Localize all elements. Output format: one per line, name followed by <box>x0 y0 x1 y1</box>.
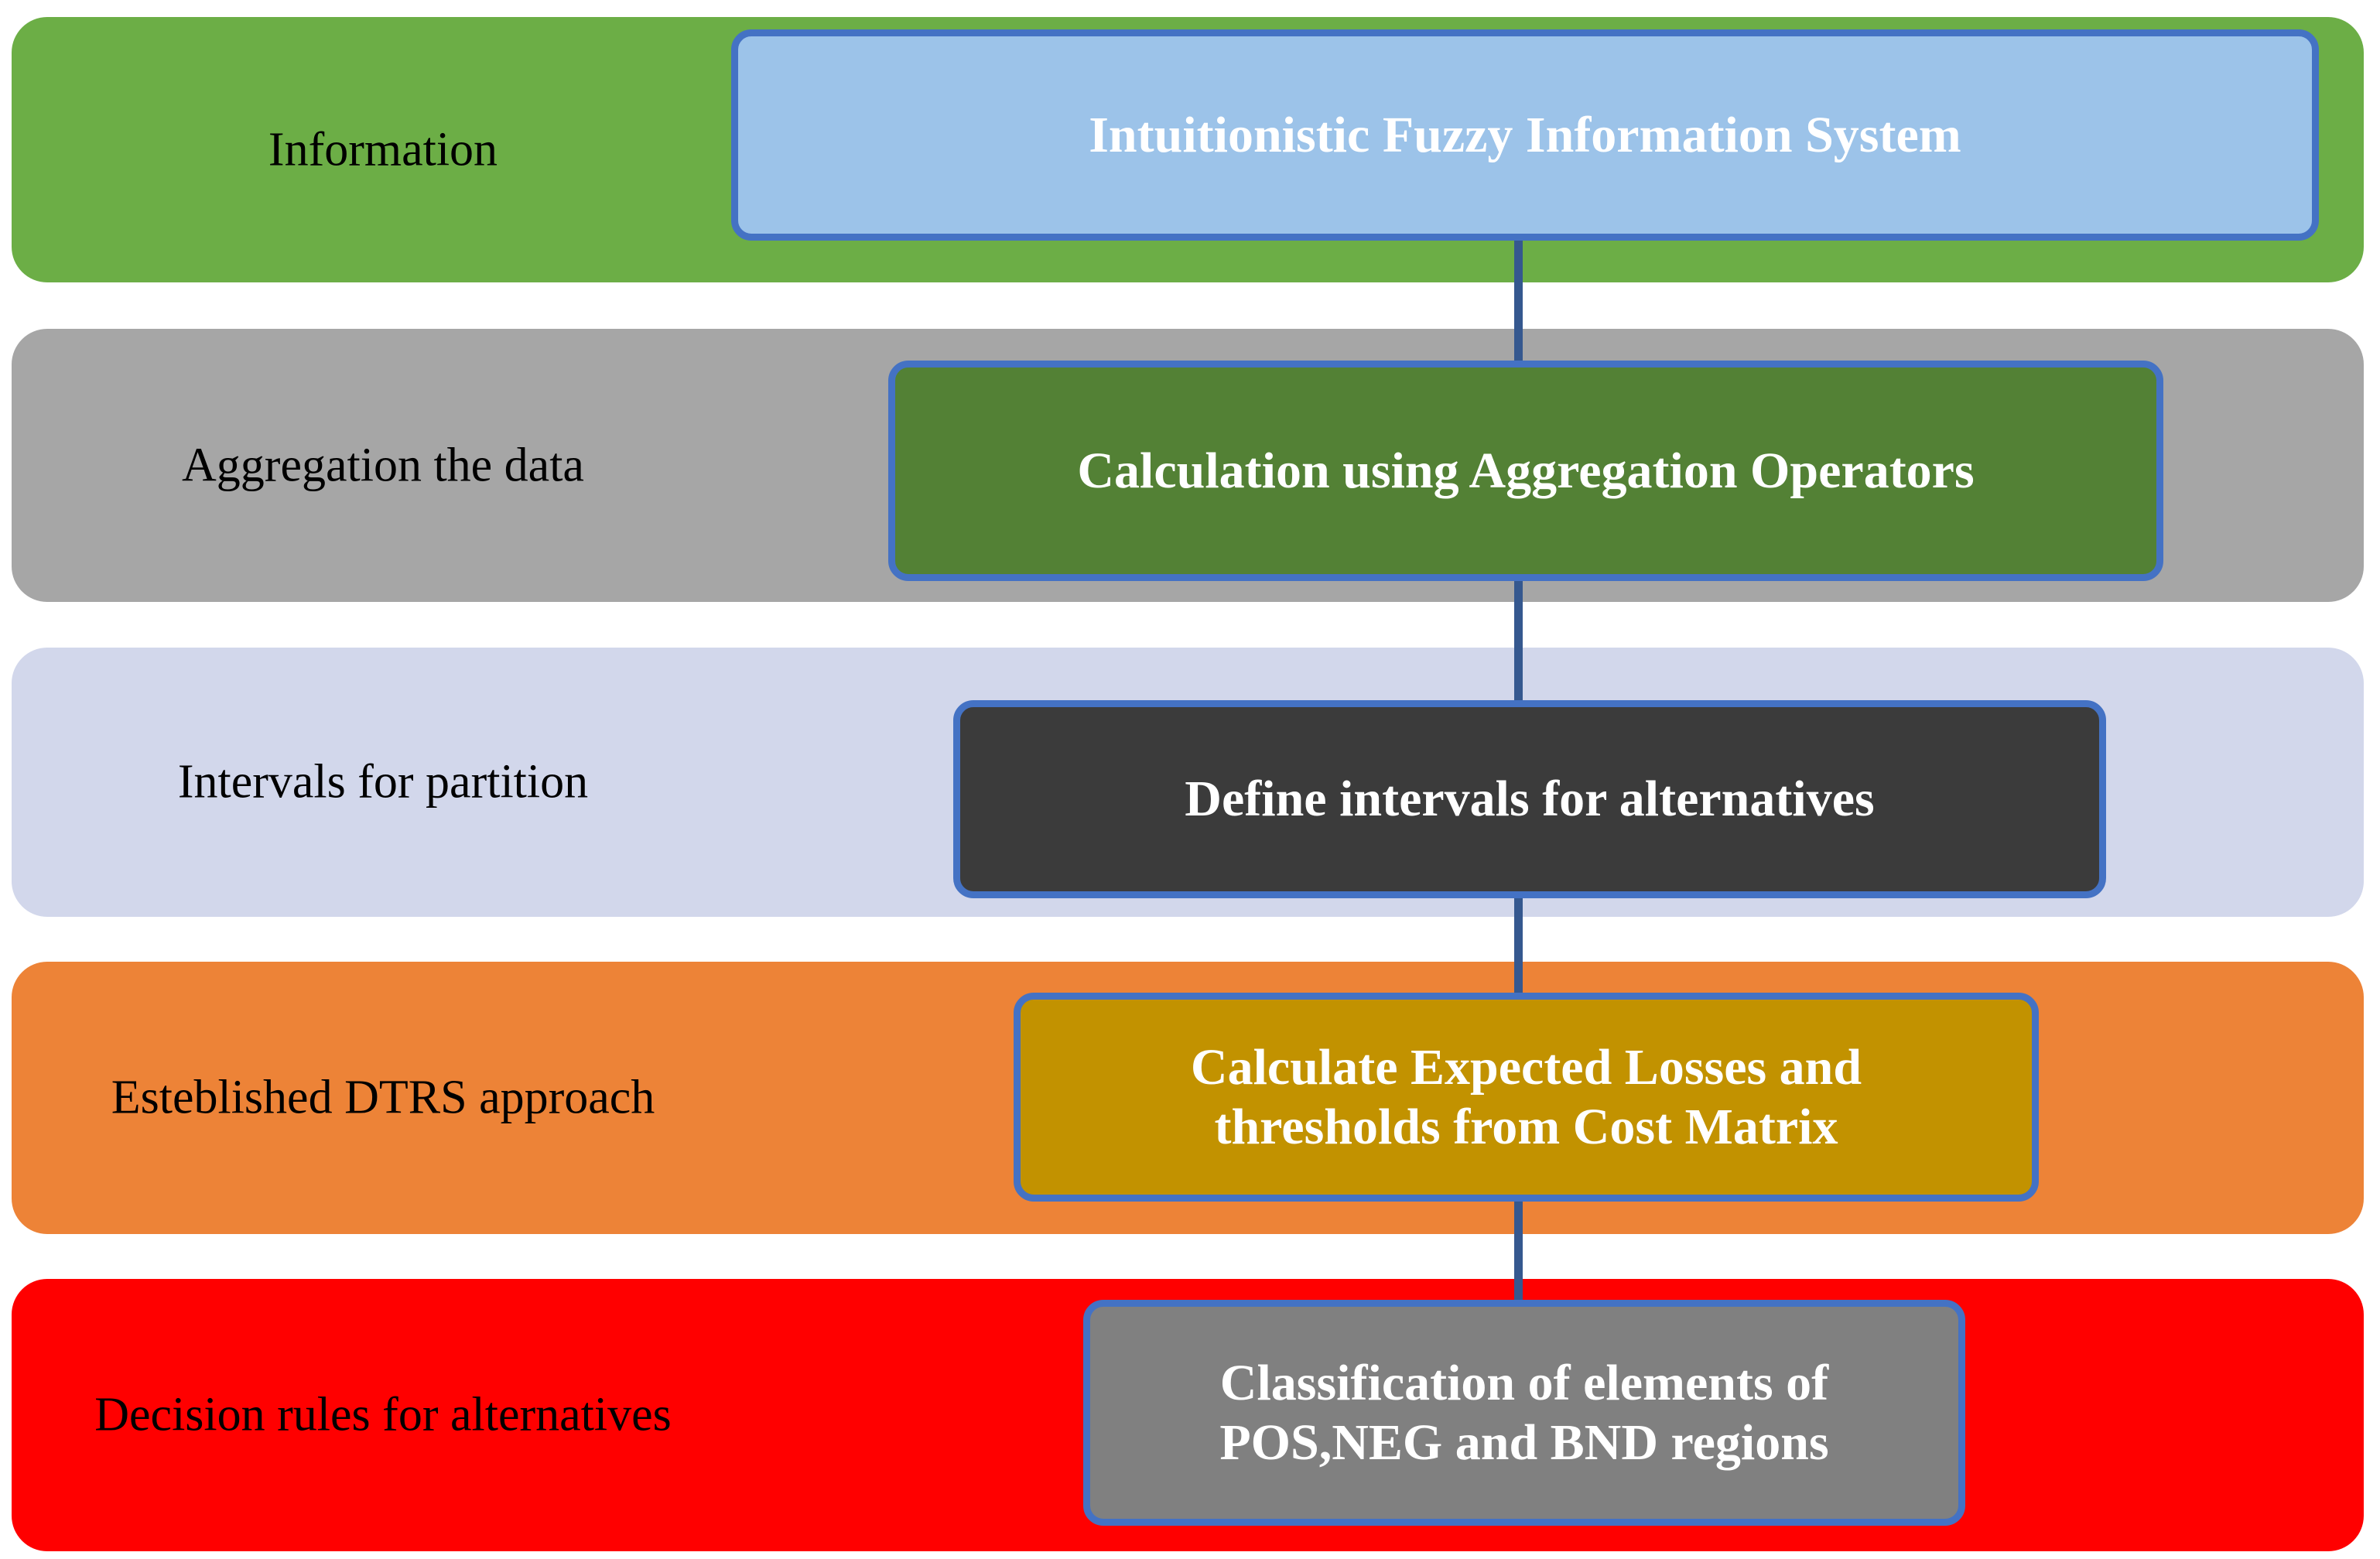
connector-line-2-to-3 <box>1514 542 1523 735</box>
process-box-aggregation-operators-text: Calculation using Aggregation Operators <box>1077 442 1975 499</box>
process-box-expected-losses[interactable]: Calculate Expected Losses and thresholds… <box>1014 993 2039 1202</box>
stage-label-aggregation: Aggregation the data <box>182 438 584 491</box>
stage-label-decision-rules-line-2: alternatives <box>450 1388 672 1441</box>
process-box-expected-losses-line-1: Calculate Expected Losses and <box>1190 1038 1862 1096</box>
stage-label-dtrs: Esteblished DTRS approach <box>43 1069 723 1126</box>
process-box-classification-regions-text: Classification of elements of POS,NEG an… <box>1219 1353 1828 1472</box>
process-box-classification-regions-line-2: POS,NEG and BND regions <box>1219 1414 1829 1471</box>
connector-line-3-to-4 <box>1514 859 1523 1029</box>
process-box-expected-losses-text: Calculate Expected Losses and thresholds… <box>1191 1038 1862 1157</box>
process-box-aggregation-operators[interactable]: Calculation using Aggregation Operators <box>888 361 2163 581</box>
process-box-classification-regions[interactable]: Classification of elements of POS,NEG an… <box>1083 1300 1965 1526</box>
stage-label-information: Information <box>268 122 498 176</box>
process-box-classification-regions-line-1: Classification of elements of <box>1219 1354 1829 1411</box>
process-box-information-system[interactable]: Intuitionistic Fuzzy Information System <box>731 29 2319 241</box>
process-box-expected-losses-line-2: thresholds from Cost Matrix <box>1214 1099 1838 1155</box>
connector-line-1-to-2 <box>1514 193 1523 402</box>
process-box-define-intervals[interactable]: Define intervals for alternatives <box>953 700 2106 898</box>
process-box-define-intervals-text: Define intervals for alternatives <box>1185 771 1875 828</box>
stage-label-decision-rules-line-1: Decision rules for <box>94 1388 439 1441</box>
stage-label-dtrs-line-1: Esteblished DTRS <box>111 1071 467 1124</box>
stage-label-intervals: Intervals for partition <box>177 755 589 809</box>
stage-label-decision-rules: Decision rules for alternatives <box>43 1386 723 1443</box>
connector-line-4-to-5 <box>1514 1161 1523 1338</box>
process-box-information-system-text: Intuitionistic Fuzzy Information System <box>1089 106 1961 163</box>
stage-label-dtrs-line-2: approach <box>479 1071 655 1124</box>
